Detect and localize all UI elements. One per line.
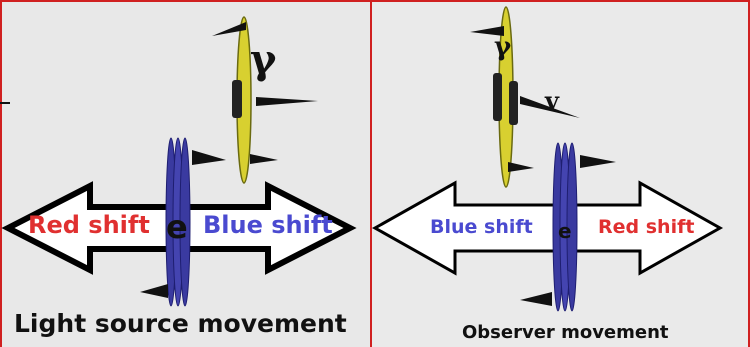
right-blue-shift-label: Blue shift [430,216,533,238]
left-caption: Light source movement [14,309,347,338]
right-velocity-label: v [545,86,559,115]
left-red-shift-label: Red shift [28,211,150,239]
right-red-shift-label: Red shift [598,216,694,238]
right-gamma-label: γ [494,32,511,62]
left-electron-label: e [166,208,188,246]
right-electron-label: e [558,219,572,243]
right-caption: Observer movement [462,322,669,343]
left-gamma-label: γ [250,36,276,83]
left-blue-shift-label: Blue shift [203,211,333,239]
